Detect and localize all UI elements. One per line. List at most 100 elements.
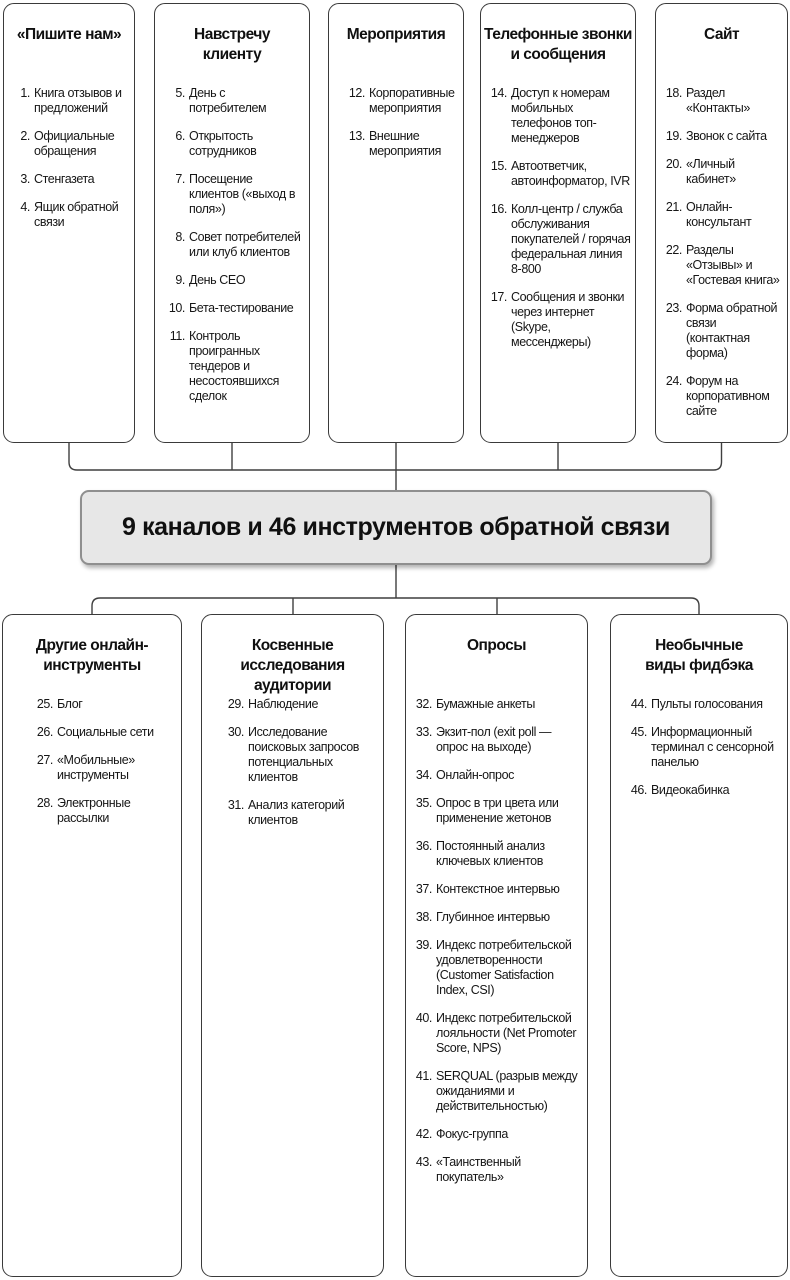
tool-item: 28.Электронные рассылки [29,796,177,826]
tool-item-number: 30. [227,725,245,739]
tool-item-text: Доступ к номерам мобильных телефонов топ… [511,86,610,145]
tool-item: 39.Индекс потребительской удовлетворенно… [408,938,583,998]
tool-item: 26.Социальные сети [29,725,177,740]
tool-item-text: Исследование поисковых запросов потенциа… [248,725,360,784]
tool-item-text: Ящик обратной связи [34,200,119,229]
tool-item-number: 27. [36,753,54,767]
tool-item-number: 9. [175,273,185,287]
channel-box-title: Сайт [703,26,740,43]
channel-box-title: Необычные виды фидбэка [645,637,753,674]
tool-item-text: День CEO [189,273,246,287]
tool-item-number: 11. [169,329,186,343]
tool-item-text: Форма обратной связи (контактная форма) [686,301,778,360]
tool-item-text: Сообщения и звонки через интернет (Skype… [511,290,625,349]
channel-box-title: Навстречу клиенту [194,26,271,63]
tool-item-number: 15. [490,159,508,173]
tool-item: 17.Сообщения и звонки через интернет (Sk… [483,290,631,350]
tool-item-number: 39. [415,938,433,952]
tool-item-number: 40. [415,1011,433,1025]
tool-item: 19.Звонок с сайта [658,129,783,144]
tool-item-text: Контроль проигранных тендеров и несостоя… [189,329,279,403]
tool-item-number: 32. [415,697,433,711]
tool-item-text: Блог [57,697,83,711]
tool-item: 34.Онлайн-опрос [408,768,583,783]
tool-item: 21.Онлайн-консультант [658,200,783,230]
tool-item: 2.Официальные обращения [6,129,130,159]
channel-box-title: Мероприятия [346,26,446,43]
tool-item-text: Индекс потребительской лояльности (Net P… [436,1011,577,1055]
tool-item: 1.Книга отзывов и предложений [6,86,130,116]
tool-item-number: 16. [490,202,508,216]
tool-item-text: Посещение клиентов («выход в поля») [189,172,296,216]
tool-item-text: Контекстное интервью [436,882,560,896]
tool-item-number: 38. [415,910,433,924]
tool-item: 15.Автоответчик, автоинформатор, IVR [483,159,631,189]
tool-item-number: 18. [665,86,683,100]
tool-list: 32.Бумажные анкеты 33.Экзит-пол (exit pol… [406,697,587,1185]
tool-item: 41.SERQUAL (разрыв между ожиданиями и де… [408,1069,583,1114]
tool-item-number: 28. [36,796,54,810]
tool-item-number: 5. [175,86,185,100]
tool-item-text: Открытость сотрудников [189,129,257,158]
tool-item-number: 3. [20,172,30,186]
tool-item-text: SERQUAL (разрыв между ожиданиями и дейст… [436,1069,578,1113]
tool-item: 32.Бумажные анкеты [408,697,583,712]
tool-item: 29.Наблюдение [220,697,379,712]
tool-item-number: 2. [20,129,30,143]
tool-item: 20.«Личный кабинет» [658,157,783,187]
tool-item-number: 44. [630,697,648,711]
tool-item-number: 6. [175,129,185,143]
tool-item: 30.Исследование поисковых запросов потен… [220,725,379,785]
tool-item-text: Экзит-пол (exit poll — опрос на выходе) [436,725,552,754]
tool-item: 13.Внешние мероприятия [341,129,459,159]
tool-item-number: 4. [20,200,30,214]
tool-item: 7.Посещение клиентов («выход в поля») [161,172,305,217]
tool-item-text: Форум на корпоративном сайте [686,374,770,418]
tool-item-text: Информационный терминал с сенсорной пане… [651,725,774,769]
tool-item-text: Глубинное интервью [436,910,550,924]
tool-item-number: 41. [415,1069,433,1083]
tool-item-number: 13. [348,129,366,143]
tool-item-text: Внешние мероприятия [369,129,441,158]
tool-item-text: Онлайн-опрос [436,768,514,782]
tool-item-number: 33. [415,725,433,739]
tool-item-text: Видеокабинка [651,783,730,797]
tool-item: 14.Доступ к номерам мобильных телефонов … [483,86,631,146]
bottom-bracket [91,597,700,614]
tool-item: 12.Корпоративные мероприятия [341,86,459,116]
tool-item: 8.Совет потребителей или клуб клиентов [161,230,305,260]
tool-item-text: Анализ категорий клиентов [248,798,345,827]
tool-item: 11.Контроль проигранных тендеров и несос… [161,329,305,404]
tool-item-text: Наблюдение [248,697,319,711]
tool-item: 43.«Таинственный покупатель» [408,1155,583,1185]
channel-box-title: Телефонные звонки и сообщения [484,26,632,63]
tool-item: 5. День с потребителем [161,86,305,116]
tool-item-number: 12. [348,86,366,100]
tool-item: 24.Форум на корпоративном сайте [658,374,783,419]
tool-item-text: Раздел «Контакты» [686,86,750,115]
tool-list: 1.Книга отзывов и предложений 2.Официальн… [4,86,134,230]
tool-item-text: День с потребителем [189,86,267,115]
tool-item: 42.Фокус-группа [408,1127,583,1142]
tool-item-text: Постоянный анализ ключевых клиентов [436,839,545,868]
tool-item-number: 35. [415,796,433,810]
tool-item-text: Разделы «Отзывы» и «Гостевая книга» [686,243,780,287]
tool-item-number: 29. [227,697,245,711]
tool-item: 35.Опрос в три цвета или применение жето… [408,796,583,826]
tool-item-text: Стенгазета [34,172,95,186]
channel-box-top-1: «Пишите нам»1.Книга отзывов и предложени… [3,3,135,443]
tool-item: 25.Блог [29,697,177,712]
tool-item-number: 37. [415,882,433,896]
tool-item-number: 26. [36,725,54,739]
tool-item: 18.Раздел «Контакты» [658,86,783,116]
tool-item-number: 24. [665,374,683,388]
tool-item-text: Книга отзывов и предложений [34,86,122,115]
tool-item: 16.Колл-центр / служба обслуживания поку… [483,202,631,277]
tool-item-number: 20. [665,157,683,171]
tool-item-number: 17. [490,290,508,304]
channel-box-top-2: Навстречу клиенту 5. День с потребителем 6.… [154,3,310,443]
